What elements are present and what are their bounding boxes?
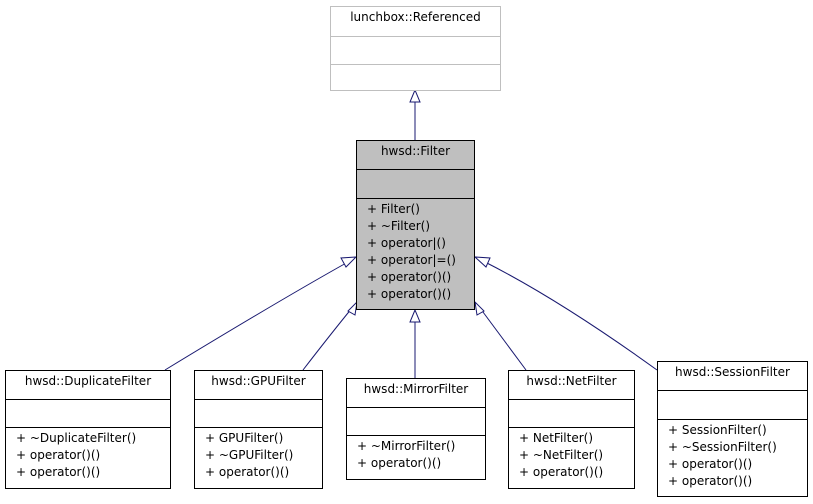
method-item: + operator()() [668, 474, 753, 488]
class-box-duplicate-filter[interactable]: hwsd::DuplicateFilter + ~DuplicateFilter… [5, 370, 171, 489]
method-item: + operator()() [16, 465, 101, 479]
method-item: + ~MirrorFilter() [357, 439, 456, 453]
arrowhead-session [473, 256, 491, 268]
method-item: + operator|=() [367, 253, 456, 267]
class-box-mirror-filter[interactable]: hwsd::MirrorFilter + ~MirrorFilter() + o… [346, 378, 486, 480]
arrowhead-duplicate [340, 256, 358, 268]
methods-section: + GPUFilter() + ~GPUFilter() + operator(… [195, 427, 322, 483]
class-name: hwsd::MirrorFilter [363, 382, 469, 396]
arrowhead-mirror [409, 308, 421, 323]
attributes-section [357, 169, 474, 198]
attributes-section [658, 390, 807, 419]
class-box-referenced[interactable]: lunchbox::Referenced [330, 6, 501, 91]
class-box-net-filter[interactable]: hwsd::NetFilter + NetFilter() + ~NetFilt… [508, 370, 635, 489]
arrowhead-referenced [409, 88, 421, 103]
method-item: + operator|() [367, 236, 446, 250]
method-item: + Filter() [367, 202, 420, 216]
edge-duplicate-filter [164, 261, 349, 371]
class-name: hwsd::SessionFilter [675, 365, 790, 379]
method-item: + ~SessionFilter() [668, 440, 777, 454]
method-item: + ~DuplicateFilter() [16, 431, 137, 445]
attributes-section [195, 399, 322, 427]
edge-session-filter [484, 261, 658, 371]
method-item: + operator()() [367, 287, 452, 301]
methods-section [331, 64, 500, 92]
methods-section: + NetFilter() + ~NetFilter() + operator(… [509, 427, 634, 483]
method-item: + ~Filter() [367, 219, 431, 233]
methods-section: + ~MirrorFilter() + operator()() [347, 435, 485, 474]
attributes-section [6, 399, 170, 427]
class-name: hwsd::GPUFilter [211, 374, 306, 388]
class-box-gpu-filter[interactable]: hwsd::GPUFilter + GPUFilter() + ~GPUFilt… [194, 370, 323, 489]
method-item: + operator()() [16, 448, 101, 462]
method-item: + operator()() [668, 457, 753, 471]
edge-net-filter [479, 307, 527, 371]
method-item: + operator()() [357, 456, 442, 470]
method-item: + GPUFilter() [205, 431, 284, 445]
class-box-session-filter[interactable]: hwsd::SessionFilter + SessionFilter() + … [657, 361, 808, 497]
method-item: + operator()() [367, 270, 452, 284]
method-item: + ~NetFilter() [519, 448, 604, 462]
arrowhead-net [474, 300, 485, 316]
class-name: lunchbox::Referenced [350, 10, 481, 24]
class-box-filter[interactable]: hwsd::Filter + Filter() + ~Filter() + op… [356, 140, 475, 310]
attributes-section [509, 399, 634, 427]
method-item: + NetFilter() [519, 431, 594, 445]
method-item: + ~GPUFilter() [205, 448, 294, 462]
class-name: hwsd::Filter [380, 144, 451, 158]
attributes-section [347, 407, 485, 435]
method-item: + operator()() [205, 465, 290, 479]
methods-section: + Filter() + ~Filter() + operator|() + o… [357, 198, 474, 305]
class-name: hwsd::NetFilter [526, 374, 617, 388]
attributes-section [331, 36, 500, 64]
methods-section: + ~DuplicateFilter() + operator()() + op… [6, 427, 170, 483]
method-item: + operator()() [519, 465, 604, 479]
edge-gpu-filter [302, 307, 353, 371]
method-item: + SessionFilter() [668, 423, 767, 437]
class-name: hwsd::DuplicateFilter [24, 374, 152, 388]
methods-section: + SessionFilter() + ~SessionFilter() + o… [658, 419, 807, 492]
